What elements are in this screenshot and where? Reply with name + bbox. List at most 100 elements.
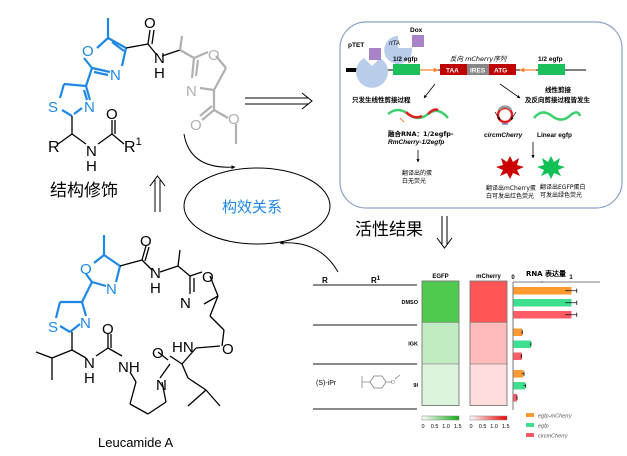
atom-N: N [84,355,95,372]
red-fluorescence-2: 白可发出红色荧光 [486,192,534,200]
heatmap-title: mCherry [476,274,501,280]
atom-O: O [140,233,152,250]
atom-N: N [186,83,197,100]
atom-O: O [106,106,118,123]
bar-egfp-mCherry [513,287,572,295]
heatmap-title: EGFP [432,274,448,280]
bar-egfp [513,299,572,307]
up-double-arrow [149,175,166,212]
sar-cycle: 构效关系 [183,133,339,273]
header-r: R [322,276,328,285]
colorbar-tick-label: 1.5 [454,424,462,430]
gray-bonds [178,35,238,144]
reverse-mcherry-label: 反向 mCherry序列 [450,55,508,63]
row-label: DMSO [402,300,419,306]
atom-O: O [152,345,164,362]
blue-core-bonds [58,18,128,117]
bar-egfp [513,382,526,390]
header-r1: R1 [371,276,381,285]
results-table: R R1 (S)-iPr O [313,276,417,410]
heatmap-frame [421,280,460,406]
atom-O: O [228,111,240,128]
egfp-right-block [538,64,565,75]
bar-egfp-mCherry [513,328,523,336]
atom-N: N [80,315,91,332]
atom-O: O [102,321,114,338]
atom-N: N [106,281,117,298]
heatmap-cell [469,363,508,406]
egfp-left-block [393,64,420,75]
atg-block [489,64,516,75]
fusion-rna-label-1: 融合RNA：1/2egfp- [388,129,454,138]
linear-egfp-wave [533,111,582,121]
dox-square-2 [412,35,424,47]
arrow-left-branch [423,83,436,99]
structure-modification-caption: 结构修饰 [50,181,118,201]
atom-N: N [156,377,167,394]
atom-R: R [48,139,60,156]
ires-label: IRES [470,68,486,75]
colorbar [469,415,508,421]
colorbar-tick-label: 1.0 [442,424,450,430]
ptet-label: pTET [348,42,364,49]
rtta-pie-top [384,36,413,64]
heatmap-cell [421,322,460,365]
fusion-rna-label-2: RmCherry-1/2egfp [388,139,444,146]
atg-label: ATG [494,68,507,75]
sar-ellipse [183,167,331,245]
x-tick-label: 1 [569,275,573,281]
ires-block [467,64,489,75]
red-fluorescence-burst-icon [496,156,524,179]
atom-O: O [82,43,94,60]
heatmap-cell [421,363,460,406]
green-fluorescence-1: 翻译出EGFP蛋白 [540,183,586,191]
linear-splice-label: 线性剪接 [545,85,572,94]
colorbar-tick-label: 0.5 [431,424,439,430]
arrow-right-branch [499,83,521,99]
bar-circmCherry [513,394,517,402]
colorbar-tick-label: 1.0 [490,424,498,430]
bar-chart-title: RNA 表达量 [526,269,566,278]
colorbar-tick-label: 1.5 [502,424,510,430]
heatmap-cell [469,280,508,323]
atom-N: N [154,50,165,67]
colorbar-tick-label: 0.5 [479,424,487,430]
row-label: IGK [408,341,418,347]
atom-O: O [80,261,92,278]
circmcherry-ring [496,106,514,124]
legend-label: egfp-mCherry [538,414,573,420]
atom-O: O [208,47,220,64]
green-fluorescence-burst-icon [537,156,565,179]
atom-R1: R1 [124,136,142,156]
bar-circmCherry [513,311,572,319]
atom-O: O [190,117,202,134]
legend-swatch [526,423,534,427]
sar-label: 构效关系 [222,198,282,216]
no-fluorescence-2: 白无荧光 [402,177,426,185]
atom-H: H [84,370,95,387]
row-label: 9I [413,383,418,389]
rtta-label: rtTA [389,41,400,47]
heatmap-cell [469,322,508,365]
bar-circmCherry [513,352,522,360]
activity-result-label: 活性结果 [355,220,423,240]
leucamide-a-structure: O N S N O N H O N HN O N H O NH O N Leuc… [35,233,234,450]
atom-O: O [222,341,234,358]
taa-block [440,64,467,75]
egfp-left-label: 1/2 egfp [393,56,418,63]
taa-label: TAA [446,68,459,75]
methoxy-o: O [391,380,395,386]
legend-label: egfp [538,424,549,430]
green-fluorescence-2: 可发出绿色荧光 [540,191,582,199]
linear-egfp-label: Linear egfp [537,132,572,139]
methoxyphenyl-icon [361,374,401,389]
heatmap-cell [421,280,460,323]
atom-S: S [48,319,58,336]
legend-swatch [526,433,534,437]
curved-arrow-bottom [279,240,339,273]
bar-egfp [513,340,531,348]
atom-H: H [154,65,165,82]
legend-label: circmCherry [538,434,569,440]
colorbar-tick-label: 0 [469,424,472,430]
